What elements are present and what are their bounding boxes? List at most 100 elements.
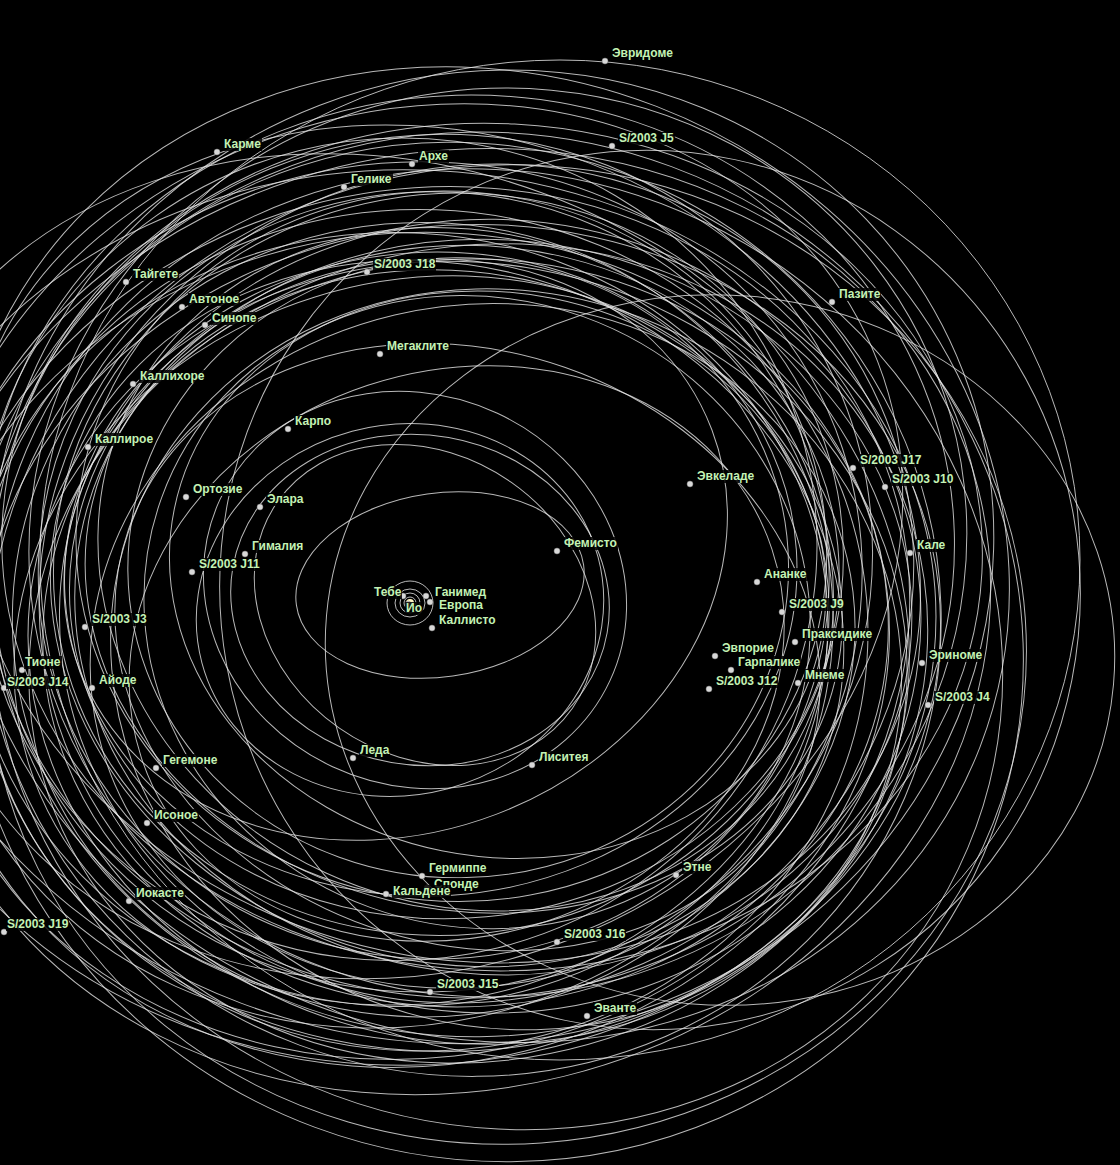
moon-label: Мнеме xyxy=(804,669,845,682)
moon-label: Кале xyxy=(916,539,946,552)
moon-label: Лиситея xyxy=(538,751,589,764)
moon-dot xyxy=(341,184,347,190)
moon-label: Каллихоре xyxy=(139,370,205,383)
moon-label: Тайгете xyxy=(132,268,179,281)
orbit-path xyxy=(0,0,1032,1120)
moon-label: Элара xyxy=(266,493,305,506)
moon-label: Эриноме xyxy=(928,649,983,662)
orbit-path xyxy=(192,379,659,831)
orbit-path xyxy=(138,322,693,857)
moon-label: Каллисто xyxy=(438,614,497,627)
moon-label: Ортозие xyxy=(192,483,243,496)
moon-dot xyxy=(427,989,433,995)
orbit-path xyxy=(0,165,812,934)
orbit-path xyxy=(0,78,1010,1165)
moon-dot xyxy=(364,269,370,275)
orbit-path xyxy=(20,227,925,1065)
orbit-path xyxy=(0,37,1091,1165)
moon-label: Исоное xyxy=(153,809,199,822)
moon-dot xyxy=(706,686,712,692)
moon-label: Эвкеладе xyxy=(696,470,755,483)
moon-label: S/2003 J17 xyxy=(859,454,922,467)
moon-label: Кальдене xyxy=(392,885,451,898)
moon-dot xyxy=(427,599,433,605)
moon-label: Гарпалике xyxy=(737,656,801,669)
orbit-path xyxy=(17,229,915,1036)
moon-label: Праксидике xyxy=(801,628,873,641)
moon-dot xyxy=(89,685,95,691)
moon-dot xyxy=(779,609,785,615)
moon-label: Карпо xyxy=(294,415,332,428)
moon-label: Пазите xyxy=(838,288,881,301)
moon-dot xyxy=(529,762,535,768)
moon-label: Архе xyxy=(418,150,449,163)
moon-dot xyxy=(409,161,415,167)
moon-dot xyxy=(602,58,608,64)
moon-dot xyxy=(85,444,91,450)
moon-dot xyxy=(179,304,185,310)
orbit-path xyxy=(40,60,1080,1060)
moon-dot xyxy=(383,891,389,897)
orbit-path xyxy=(39,211,870,953)
moon-dot xyxy=(829,299,835,305)
moon-dot xyxy=(257,504,263,510)
moon-label: Эвридоме xyxy=(611,47,674,60)
moon-dot xyxy=(419,873,425,879)
moon-dot xyxy=(214,149,220,155)
moon-label: S/2003 J4 xyxy=(934,691,991,704)
moon-dot xyxy=(242,551,248,557)
moon-label: Тебе xyxy=(373,586,402,599)
orbit-path xyxy=(125,255,791,881)
orbit-path xyxy=(204,405,636,796)
orbit-path xyxy=(20,172,848,978)
orbit-path xyxy=(55,203,900,1022)
moon-label: Европа xyxy=(438,599,484,612)
moon-dot xyxy=(795,680,801,686)
moon-dot xyxy=(882,484,888,490)
orbit-path xyxy=(38,198,949,1017)
moon-dot xyxy=(925,702,931,708)
moon-dot xyxy=(130,381,136,387)
moon-group xyxy=(1,58,931,1019)
moon-dot xyxy=(285,426,291,432)
moon-dot xyxy=(687,481,693,487)
moon-dot xyxy=(202,322,208,328)
orbit-path xyxy=(0,13,1120,1165)
moon-label: Гермиппе xyxy=(428,862,487,875)
moon-dot xyxy=(123,279,129,285)
orbit-path xyxy=(53,281,861,1026)
orbit-path xyxy=(0,130,1060,1165)
orbit-path xyxy=(154,378,646,842)
moon-dot xyxy=(907,550,913,556)
orbit-path xyxy=(0,210,848,1029)
moon-dot xyxy=(584,1013,590,1019)
moon-label: Автоное xyxy=(188,293,240,306)
moon-label: Тионе xyxy=(24,656,62,669)
moon-label: S/2003 J18 xyxy=(373,258,436,271)
moon-dot xyxy=(126,898,132,904)
moon-dot xyxy=(728,667,734,673)
moon-dot xyxy=(919,660,925,666)
moon-label: Ганимед xyxy=(434,586,487,599)
moon-label: S/2003 J12 xyxy=(715,675,778,688)
moon-label: S/2003 J19 xyxy=(6,918,69,931)
moon-label: Карме xyxy=(223,138,262,151)
moon-dot xyxy=(712,653,718,659)
moon-dot xyxy=(144,820,150,826)
moon-label: Гималия xyxy=(251,540,304,553)
orbit-path xyxy=(0,109,946,1030)
moon-label: S/2003 J3 xyxy=(91,613,148,626)
moon-label: Иокасте xyxy=(135,887,185,900)
moon-dot xyxy=(183,494,189,500)
moon-label: S/2003 J15 xyxy=(436,978,499,991)
orbit-path xyxy=(150,82,1120,1098)
moon-dot xyxy=(754,579,760,585)
moon-label: S/2003 J5 xyxy=(618,132,675,145)
orbit-path xyxy=(11,184,1001,1134)
moon-label: S/2003 J10 xyxy=(891,473,954,486)
moon-dot xyxy=(673,872,679,878)
